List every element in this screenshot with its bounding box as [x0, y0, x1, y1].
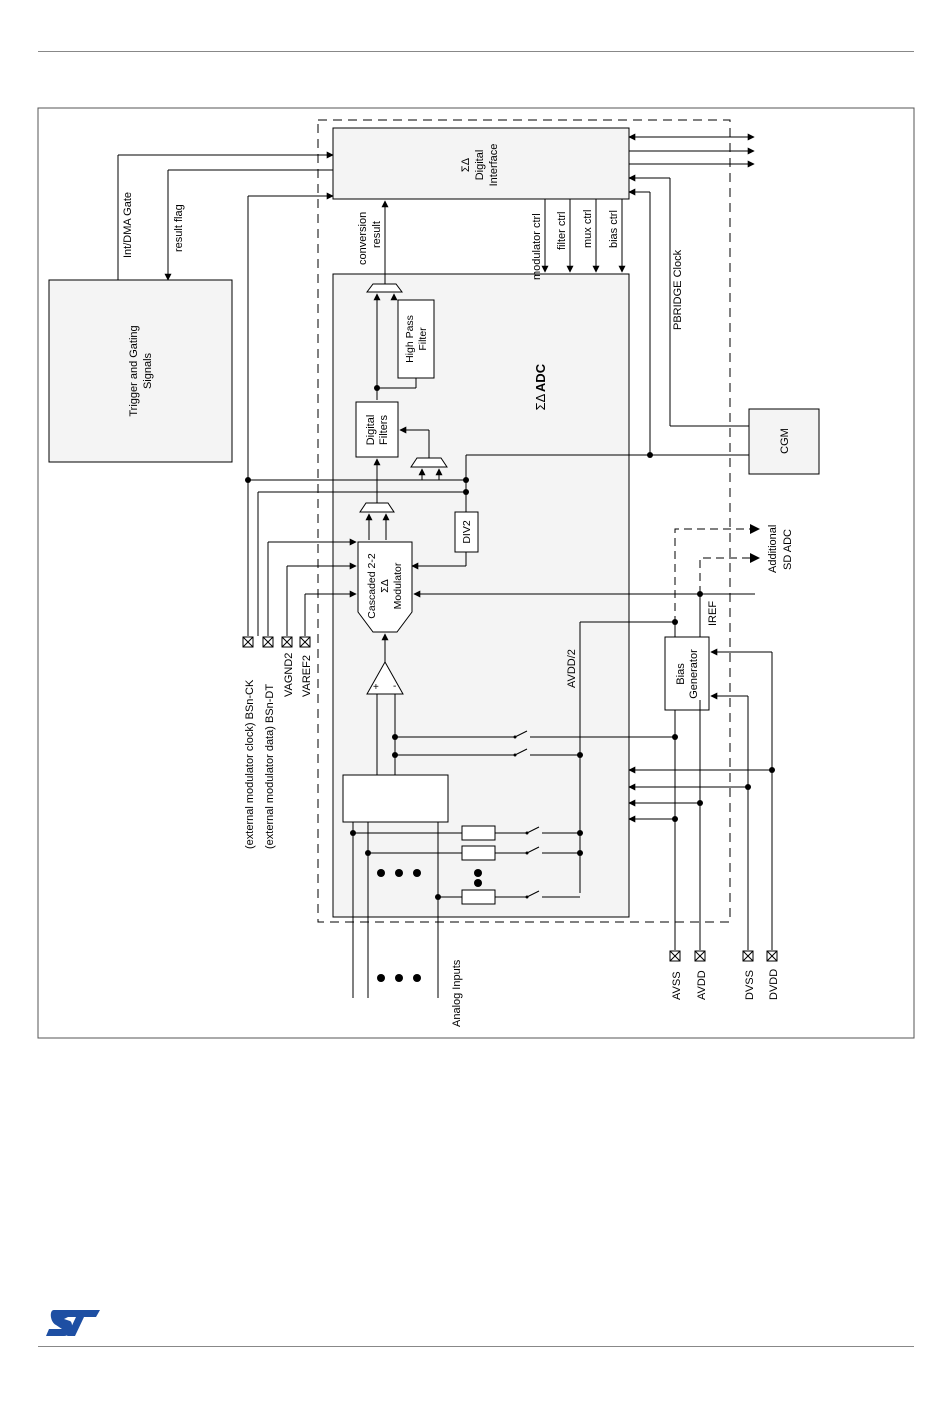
additional-sd-adc-label-2: SD ADC [782, 529, 794, 570]
digital-filters-label-1: Digital [365, 415, 377, 446]
modulator-label-1: Cascaded 2-2 [366, 553, 378, 619]
high-pass-filter-block: High Pass Filter [397, 299, 435, 379]
result-flag-label: result flag [173, 204, 185, 252]
high-pass-label-1: High Pass [404, 315, 416, 363]
conversion-result-label-1: conversion [357, 212, 369, 265]
input-opamp: + - [366, 660, 404, 695]
trigger-label-1: Trigger and Gating [128, 325, 140, 416]
bias-generator-label-2: Generator [688, 649, 700, 699]
bottom-pins [669, 950, 778, 962]
cgm-block: CGM [748, 408, 820, 475]
pin-varef2-label: VAREF2 [301, 655, 313, 697]
digital-interface-label-3: Interface [488, 144, 500, 187]
digital-interface-block: ΣΔ Digital Interface [332, 127, 630, 200]
left-pins [242, 636, 311, 648]
input-mux-block [342, 774, 449, 823]
digital-filters-block: Digital Filters [355, 401, 399, 458]
sd-adc-label: ADC [533, 363, 548, 392]
div2-label: DIV2 [461, 520, 473, 544]
bias-ctrl-label: bias ctrl [608, 210, 620, 248]
digital-interface-label-2: Digital [474, 150, 486, 181]
st-logo-text: ST [44, 1308, 46, 1309]
digital-filters-label-2: Filters [378, 415, 390, 445]
footer-rule [38, 1346, 914, 1347]
filter-ctrl-label: filter ctrl [556, 212, 568, 251]
modulator-ctrl-label: modulator ctrl [531, 213, 543, 280]
additional-sd-adc-label-1: Additional [767, 525, 779, 573]
avdd-half-label: AVDD/2 [566, 649, 578, 688]
int-dma-gate-label: Int/DMA Gate [122, 192, 134, 258]
digital-interface-label-1: ΣΔ [460, 157, 472, 172]
opamp-plus: + [373, 682, 379, 693]
trigger-gating-block: Trigger and Gating Signals [48, 279, 233, 463]
iref-label: IREF [707, 601, 719, 626]
st-logo: ST [44, 1308, 100, 1336]
pin-bsn-ck-label: (external modulator clock) BSn-CK [244, 679, 256, 849]
input-channels [350, 735, 583, 905]
conversion-result-label-2: result [371, 221, 383, 248]
modulator-block: Cascaded 2-2 ΣΔ Modulator [357, 541, 413, 633]
pbridge-clock-label: PBRIDGE Clock [672, 249, 684, 330]
analog-input-dots [377, 974, 421, 982]
modulator-mux [359, 502, 395, 513]
pin-dvss-label: DVSS [744, 970, 756, 1000]
header-rule [38, 51, 914, 52]
dashed-module-boundary [317, 119, 731, 923]
clock-mux [410, 457, 448, 468]
bias-generator-block: Bias Generator [664, 636, 710, 711]
modulator-label-2: ΣΔ [379, 579, 391, 593]
pin-avdd-label: AVDD [696, 970, 708, 1000]
pin-dvdd-label: DVDD [768, 969, 780, 1000]
analog-inputs-label: Analog Inputs [451, 959, 463, 1027]
div2-block: DIV2 [454, 511, 479, 553]
trigger-label-2: Signals [142, 352, 154, 389]
output-mux [366, 274, 403, 293]
mux-ctrl-label: mux ctrl [582, 210, 594, 249]
high-pass-label-2: Filter [417, 327, 429, 351]
pin-vagnd2-label: VAGND2 [283, 653, 295, 697]
bias-generator-label-1: Bias [675, 663, 687, 685]
pin-avss-label: AVSS [671, 971, 683, 1000]
figure-frame [37, 107, 915, 1039]
pin-bsn-dt-label: (external modulator data) BSn-DT [264, 684, 276, 849]
modulator-label-3: Modulator [392, 562, 404, 609]
opamp-minus: - [393, 681, 396, 692]
cgm-label: CGM [779, 428, 791, 454]
sd-adc-label-sigma: ΣΔ [533, 393, 548, 410]
